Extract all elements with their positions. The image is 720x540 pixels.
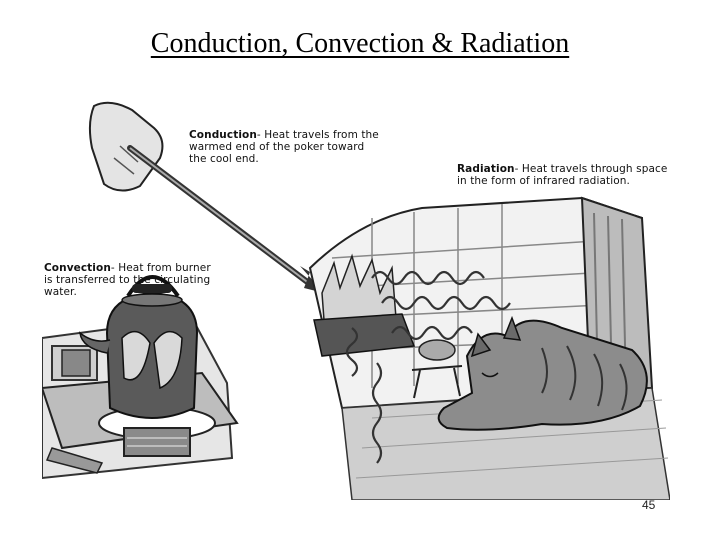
convection-caption: Convection- Heat from burner is transfer…	[44, 262, 234, 298]
radiation-caption: Radiation- Heat travels through space in…	[457, 163, 687, 187]
conduction-text: - Heat travels from the warmed end of th…	[189, 129, 379, 165]
kettle-illustration	[79, 275, 199, 419]
radiation-term: Radiation	[457, 163, 515, 175]
heat-transfer-illustration	[42, 88, 670, 500]
radiation-text: - Heat travels through space in the form…	[457, 163, 668, 187]
grill-illustration	[411, 339, 463, 399]
convection-text: - Heat from burner is transferred to the…	[44, 262, 211, 298]
radiation-waves-illustration	[345, 270, 511, 464]
page-number: 45	[642, 498, 656, 512]
conduction-caption: Conduction- Heat travels from the warmed…	[189, 129, 389, 165]
convection-term: Convection	[44, 262, 111, 274]
conduction-term: Conduction	[189, 129, 257, 141]
hand-with-poker-illustration	[88, 101, 324, 293]
cat-illustration	[437, 315, 648, 431]
slide-title: Conduction, Convection & Radiation	[150, 28, 570, 59]
